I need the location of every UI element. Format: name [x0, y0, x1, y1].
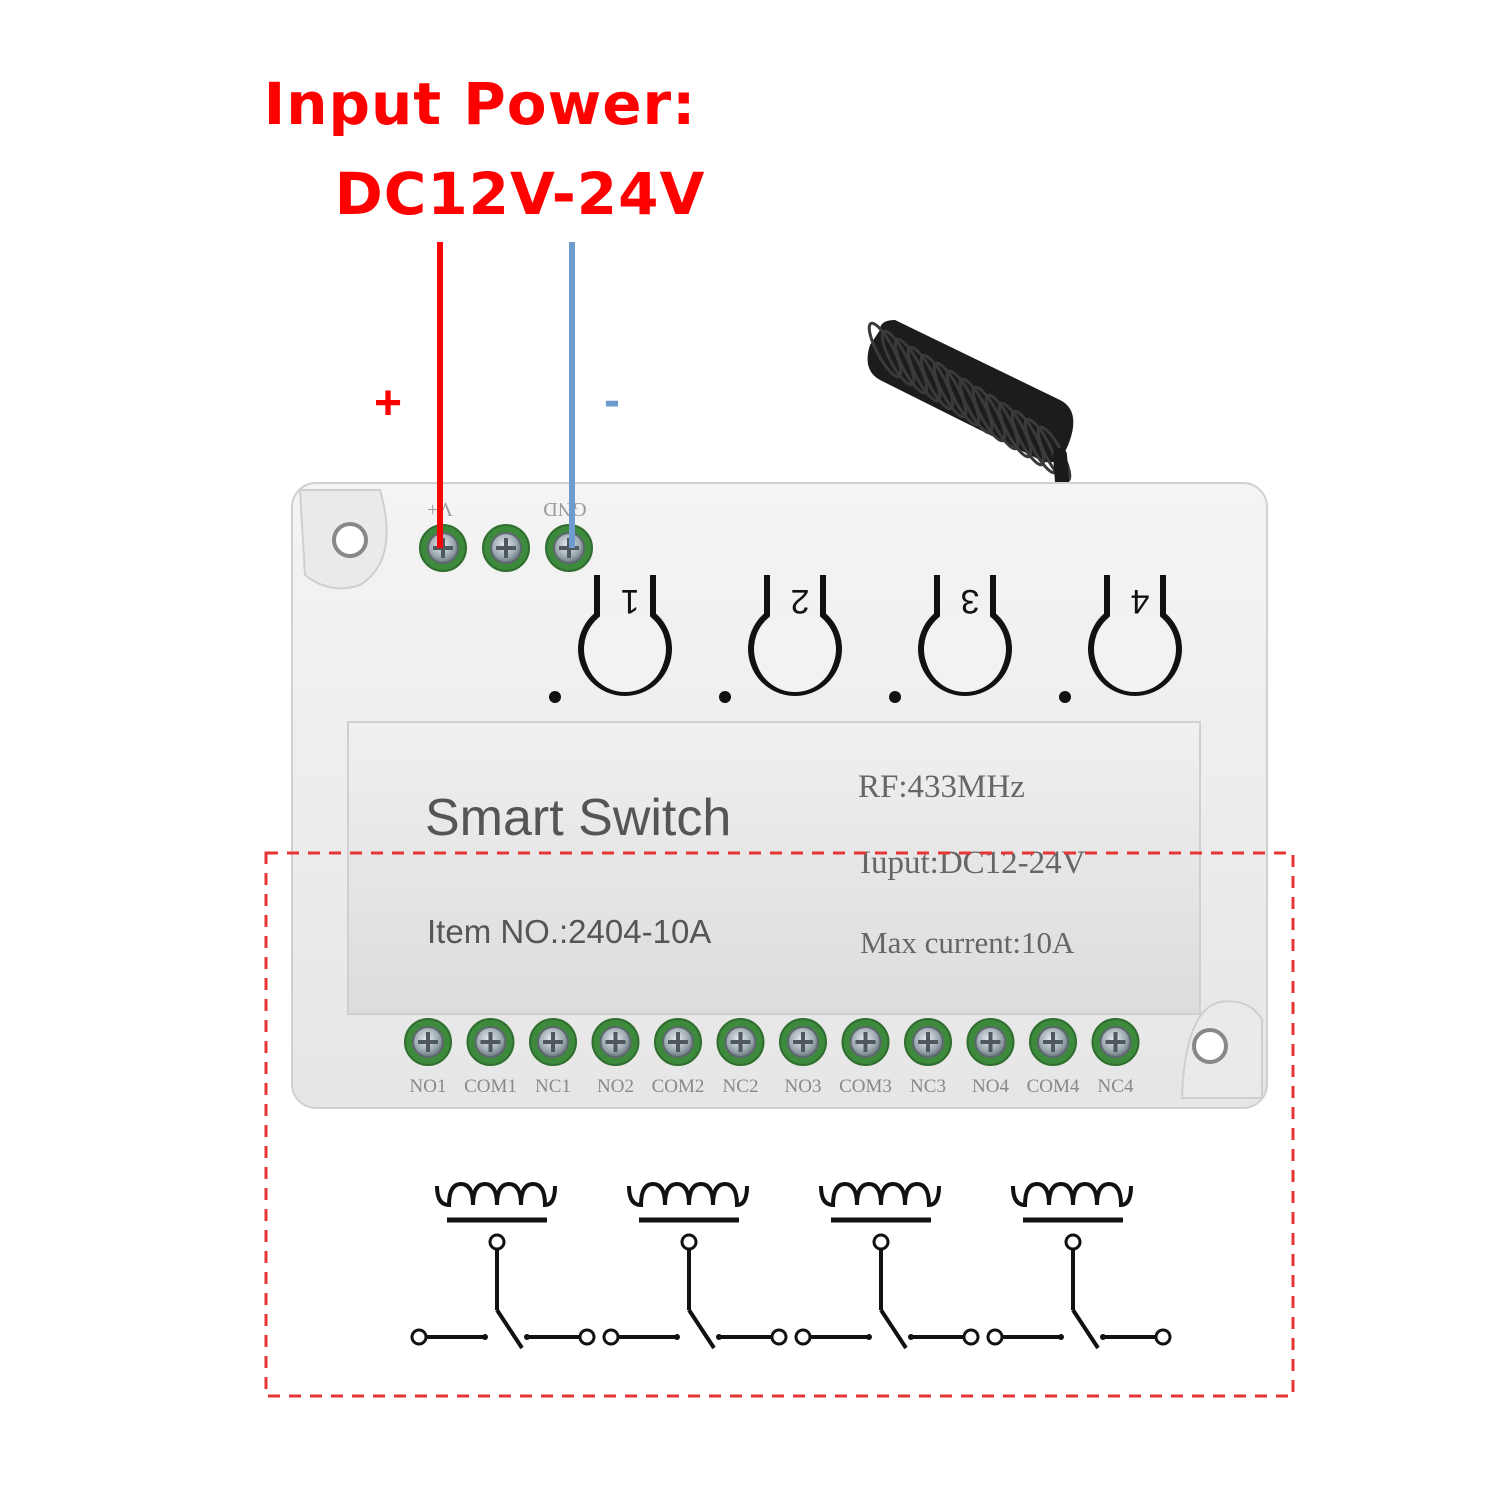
- channel-number: 2: [791, 582, 810, 620]
- product-name: Smart Switch: [425, 789, 731, 847]
- channel-button-dot: [889, 691, 901, 703]
- relay-symbol: [410, 1181, 596, 1350]
- output-terminal-screw: [404, 1018, 452, 1066]
- output-highlight-box: [264, 851, 1295, 1398]
- channel-buttons: 1 2 3 4: [549, 575, 1182, 703]
- output-terminal-label: NO2: [597, 1076, 634, 1097]
- mount-hole-bottom-right: [1192, 1028, 1228, 1064]
- title-line-2: DC12V-24V: [334, 160, 706, 228]
- relay-coil-icon: [819, 1181, 941, 1223]
- relay-contact-icon: [410, 1233, 596, 1350]
- relay-contact-icon: [794, 1233, 980, 1350]
- item-number: Item NO.:2404-10A: [427, 913, 711, 950]
- output-terminal-screw: [779, 1018, 827, 1066]
- output-terminal-label: COM2: [652, 1076, 705, 1097]
- antenna-wire: [1053, 448, 1069, 489]
- channel-button-dot: [1059, 691, 1071, 703]
- channel-number: 1: [621, 582, 640, 620]
- label-panel: Smart Switch Item NO.:2404-10A RF:433MHz…: [347, 721, 1201, 1015]
- output-terminal-screw: [841, 1018, 890, 1066]
- output-terminal-screw: [466, 1018, 515, 1066]
- relay-symbols: [410, 1181, 1172, 1350]
- channel-button-4: 4: [1059, 575, 1182, 703]
- output-terminal-screw: [716, 1018, 765, 1066]
- input-voltage: Iuput:DC12-24V: [860, 845, 1086, 881]
- output-terminal-screw: [654, 1018, 702, 1066]
- minus-label: -: [604, 374, 620, 427]
- output-terminal-label: NO1: [410, 1076, 447, 1097]
- rf-frequency: RF:433MHz: [858, 769, 1025, 805]
- relay-symbol: [794, 1181, 980, 1350]
- output-terminal-label: NC2: [723, 1076, 759, 1097]
- channel-button-2: 2: [719, 575, 842, 703]
- title-line-1: Input Power:: [263, 70, 697, 138]
- relay-contact-icon: [602, 1233, 788, 1350]
- channel-button-1: 1: [549, 575, 672, 703]
- output-terminal-label: NO3: [785, 1076, 822, 1097]
- output-terminal-label: COM1: [464, 1076, 517, 1097]
- output-terminal-screw: [529, 1018, 577, 1066]
- max-current: Max current:10A: [860, 925, 1075, 960]
- channel-button-dot: [549, 691, 561, 703]
- relay-coil-icon: [435, 1181, 557, 1223]
- output-terminal-label: NC4: [1098, 1076, 1134, 1097]
- output-terminal-label: COM4: [1027, 1076, 1080, 1097]
- output-terminal-label: NC1: [535, 1076, 571, 1097]
- output-terminal-label: NC3: [910, 1076, 946, 1097]
- output-terminal-labels: NO1 COM1 NC1 NO2 COM2 NC2 NO3 COM3 NC3 NO4 COM4 NC4: [410, 1076, 1134, 1097]
- relay-coil-icon: [1011, 1181, 1133, 1223]
- relay-coil-icon: [627, 1181, 749, 1223]
- power-terminal-screw: [482, 524, 530, 572]
- terminal-label-gnd: GND: [543, 498, 586, 520]
- antenna-coil: [867, 320, 1074, 483]
- output-terminal-screw: [904, 1018, 952, 1066]
- mount-hole-top-left: [332, 522, 368, 558]
- relay-contact-icon: [986, 1233, 1172, 1350]
- output-terminal-screw: [966, 1018, 1015, 1066]
- channel-number: 4: [1131, 582, 1150, 620]
- output-terminal-label: NO4: [972, 1076, 1009, 1097]
- channel-button-3: 3: [889, 575, 1012, 703]
- relay-symbol: [986, 1181, 1172, 1350]
- output-terminal-screw: [1029, 1018, 1077, 1066]
- output-terminals: [404, 1018, 1140, 1066]
- plus-label: +: [374, 377, 402, 430]
- channel-number: 3: [961, 582, 980, 620]
- relay-symbol: [602, 1181, 788, 1350]
- output-terminal-screw: [1091, 1018, 1140, 1066]
- channel-button-dot: [719, 691, 731, 703]
- power-terminals: [419, 524, 593, 572]
- output-terminal-screw: [591, 1018, 640, 1066]
- output-terminal-label: COM3: [839, 1076, 892, 1097]
